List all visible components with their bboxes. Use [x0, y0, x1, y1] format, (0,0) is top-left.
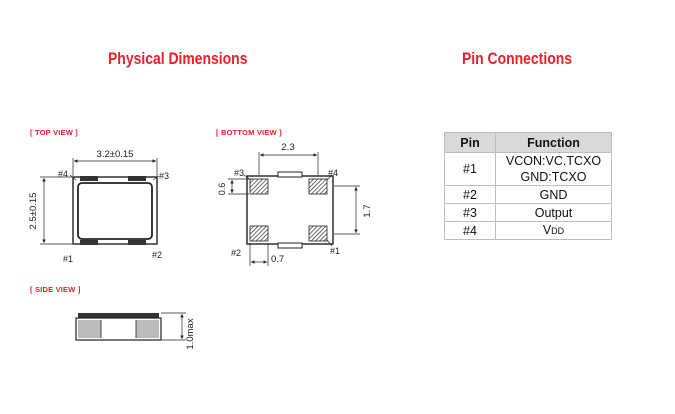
- pin-column-header: Pin: [444, 132, 496, 153]
- function-cell: VDD: [495, 221, 612, 240]
- table-header-row: Pin Function: [444, 132, 612, 153]
- side-view-terminal: [78, 320, 101, 338]
- top-height-dim: 2.5±0.15: [28, 193, 39, 230]
- pin-connections-title: Pin Connections: [462, 49, 572, 68]
- function-cell: Output: [495, 203, 612, 222]
- table-row: #3 Output: [444, 203, 612, 222]
- function-vdd-main: V: [542, 223, 552, 237]
- top-pin-4-label: #4: [58, 169, 68, 179]
- bottom-pin-1-label: #1: [330, 246, 340, 256]
- top-view-notch: [128, 240, 146, 245]
- side-view-lid: [78, 313, 159, 320]
- table-row: #1 VCON:VC.TCXO GND:TCXO: [444, 152, 612, 186]
- bottom-pin-2-label: #2: [231, 248, 241, 258]
- top-view-lid: [77, 182, 153, 240]
- physical-dimensions-title: Physical Dimensions: [108, 49, 248, 68]
- top-view-notch: [80, 176, 98, 181]
- bottom-pad-4: [308, 178, 328, 195]
- function-cell: GND: [495, 185, 612, 204]
- bottom-pin-4-label: #4: [328, 168, 338, 178]
- bottom-pad-width-dim: 0.7: [271, 254, 284, 265]
- bottom-view-label: [ BOTTOM VIEW ]: [216, 128, 282, 137]
- function-cell: VCON:VC.TCXO GND:TCXO: [495, 152, 612, 186]
- top-pin-2-label: #2: [152, 250, 162, 260]
- bottom-vertical-dim: 1.7: [362, 204, 373, 217]
- top-view-notch: [128, 176, 146, 181]
- table-row: #4 VDD: [444, 221, 612, 240]
- pin-cell: #3: [444, 203, 496, 222]
- bottom-view: 2.3 0.6 1.7 0.7 #3 #4 #2 #1: [217, 142, 373, 266]
- bottom-pitch-dim: 2.3: [281, 142, 294, 153]
- side-height-dim: 1.0max: [185, 318, 196, 349]
- top-view: 3.2±0.15 2.5±0.15 #4 #3 #1 #2: [28, 149, 169, 264]
- pin-cell: #1: [444, 152, 496, 186]
- bottom-pad-2: [249, 225, 269, 242]
- function-column-header: Function: [495, 132, 612, 153]
- pin-cell: #2: [444, 185, 496, 204]
- bottom-pad-3: [249, 178, 269, 195]
- bottom-pin-3-label: #3: [234, 168, 244, 178]
- bottom-pad-1: [308, 225, 328, 242]
- function-vdd-sub: DD: [551, 226, 565, 236]
- side-view: 1.0max: [75, 312, 196, 350]
- side-view-terminal: [136, 320, 159, 338]
- top-view-notch: [80, 240, 98, 245]
- bottom-pad-height-dim: 0.6: [217, 183, 227, 196]
- top-pin-1-label: #1: [63, 254, 73, 264]
- side-view-label: [ SIDE VIEW ]: [30, 285, 81, 294]
- top-width-dim: 3.2±0.15: [97, 149, 134, 160]
- table-row: #2 GND: [444, 185, 612, 204]
- function-line: VCON:VC.TCXO: [505, 154, 602, 168]
- function-line: GND:TCXO: [520, 170, 587, 184]
- top-pin-3-label: #3: [159, 171, 169, 181]
- pin-connections-table: Pin Function #1 VCON:VC.TCXO GND:TCXO #2…: [444, 132, 612, 240]
- top-view-label: [ TOP VIEW ]: [30, 128, 78, 137]
- pin-cell: #4: [444, 221, 496, 240]
